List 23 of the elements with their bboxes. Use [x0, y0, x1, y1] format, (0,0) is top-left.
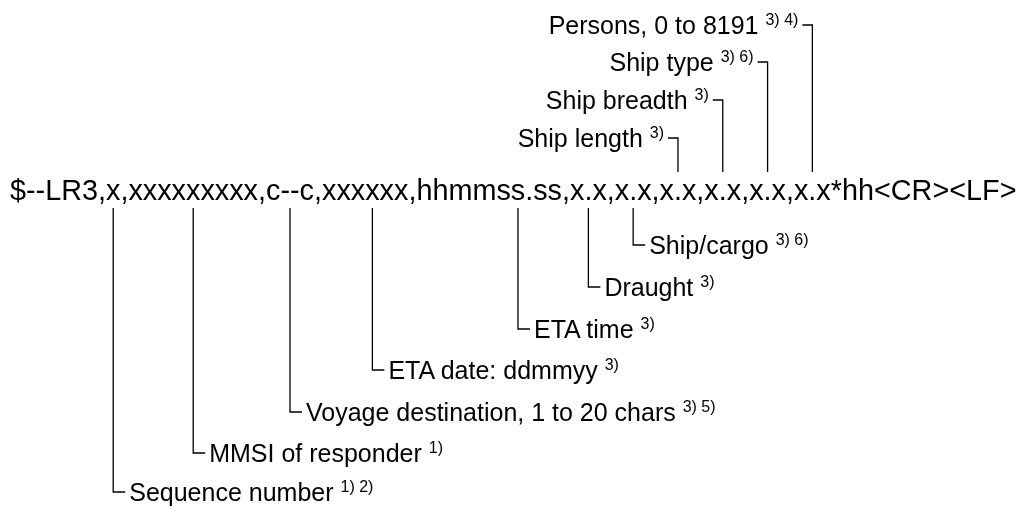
leader-line [289, 207, 303, 413]
leader-line [667, 137, 679, 173]
leader-line [371, 207, 386, 371]
leader-line [632, 207, 646, 246]
field-label: Voyage destination, 1 to 20 chars $^{3) 5)}$ [306, 397, 716, 427]
leader-line [801, 24, 813, 173]
leader-line [517, 207, 531, 330]
leader-line [712, 99, 724, 173]
field-label: Draught $^{3)}$ [604, 272, 715, 302]
field-label: MMSI of responder $^{1)}$ [209, 438, 443, 468]
field-label: Ship/cargo $^{3) 6)}$ [649, 230, 809, 260]
sentence-format: $--LR3,x,xxxxxxxxx,c--c,xxxxxx,hhmmss.ss,x.x,x.x,x.x,x.x,x.x,x.x*hh<CR><LF> [10, 173, 1017, 207]
field-label: Ship length $^{3)}$ [517, 123, 664, 153]
field-label: Ship breadth $^{3)}$ [545, 85, 709, 115]
leader-line [587, 207, 602, 288]
field-label: Persons, 0 to 8191 $^{3) 4)}$ [548, 10, 799, 40]
field-label: Ship type $^{3) 6)}$ [609, 47, 754, 77]
leader-line [192, 207, 206, 454]
field-label: ETA date: ddmmyy $^{3)}$ [388, 355, 619, 385]
leader-line [756, 61, 769, 173]
field-label: Sequence number $^{1) 2)}$ [129, 477, 374, 506]
field-label: ETA time $^{3)}$ [534, 314, 655, 344]
leader-line [112, 207, 126, 493]
